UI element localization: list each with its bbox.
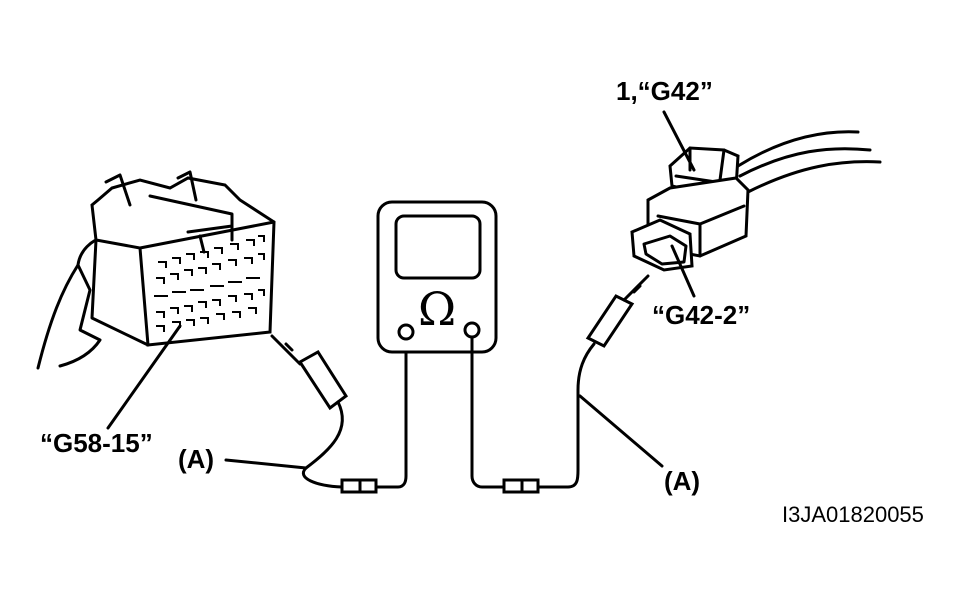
meter-display bbox=[394, 214, 482, 280]
left-connector bbox=[90, 170, 276, 347]
right-probe bbox=[585, 274, 650, 348]
leader-g58-15 bbox=[106, 324, 182, 430]
label-lead-left: (A) bbox=[178, 444, 215, 474]
label-g42: 1,“G42” bbox=[616, 76, 713, 106]
multimeter bbox=[376, 200, 498, 354]
label-g58-15: “G58-15” bbox=[40, 428, 153, 458]
leader-g42-2 bbox=[670, 244, 696, 298]
left-probe bbox=[270, 334, 349, 489]
label-g42-2: “G42-2” bbox=[652, 300, 751, 330]
right-connector bbox=[630, 130, 882, 272]
label-lead-right: (A) bbox=[664, 466, 701, 496]
leader-lead-right bbox=[578, 394, 664, 468]
leader-g42 bbox=[662, 110, 696, 172]
figure-code: I3JA01820055 bbox=[782, 502, 924, 527]
terminal-cavities bbox=[154, 235, 265, 332]
meter-jack-ohm bbox=[463, 321, 481, 339]
meter-jack-com bbox=[397, 323, 415, 341]
leader-lead-left bbox=[224, 458, 308, 470]
hand-thumb bbox=[76, 236, 104, 267]
ohm-symbol: Ω bbox=[418, 282, 457, 336]
